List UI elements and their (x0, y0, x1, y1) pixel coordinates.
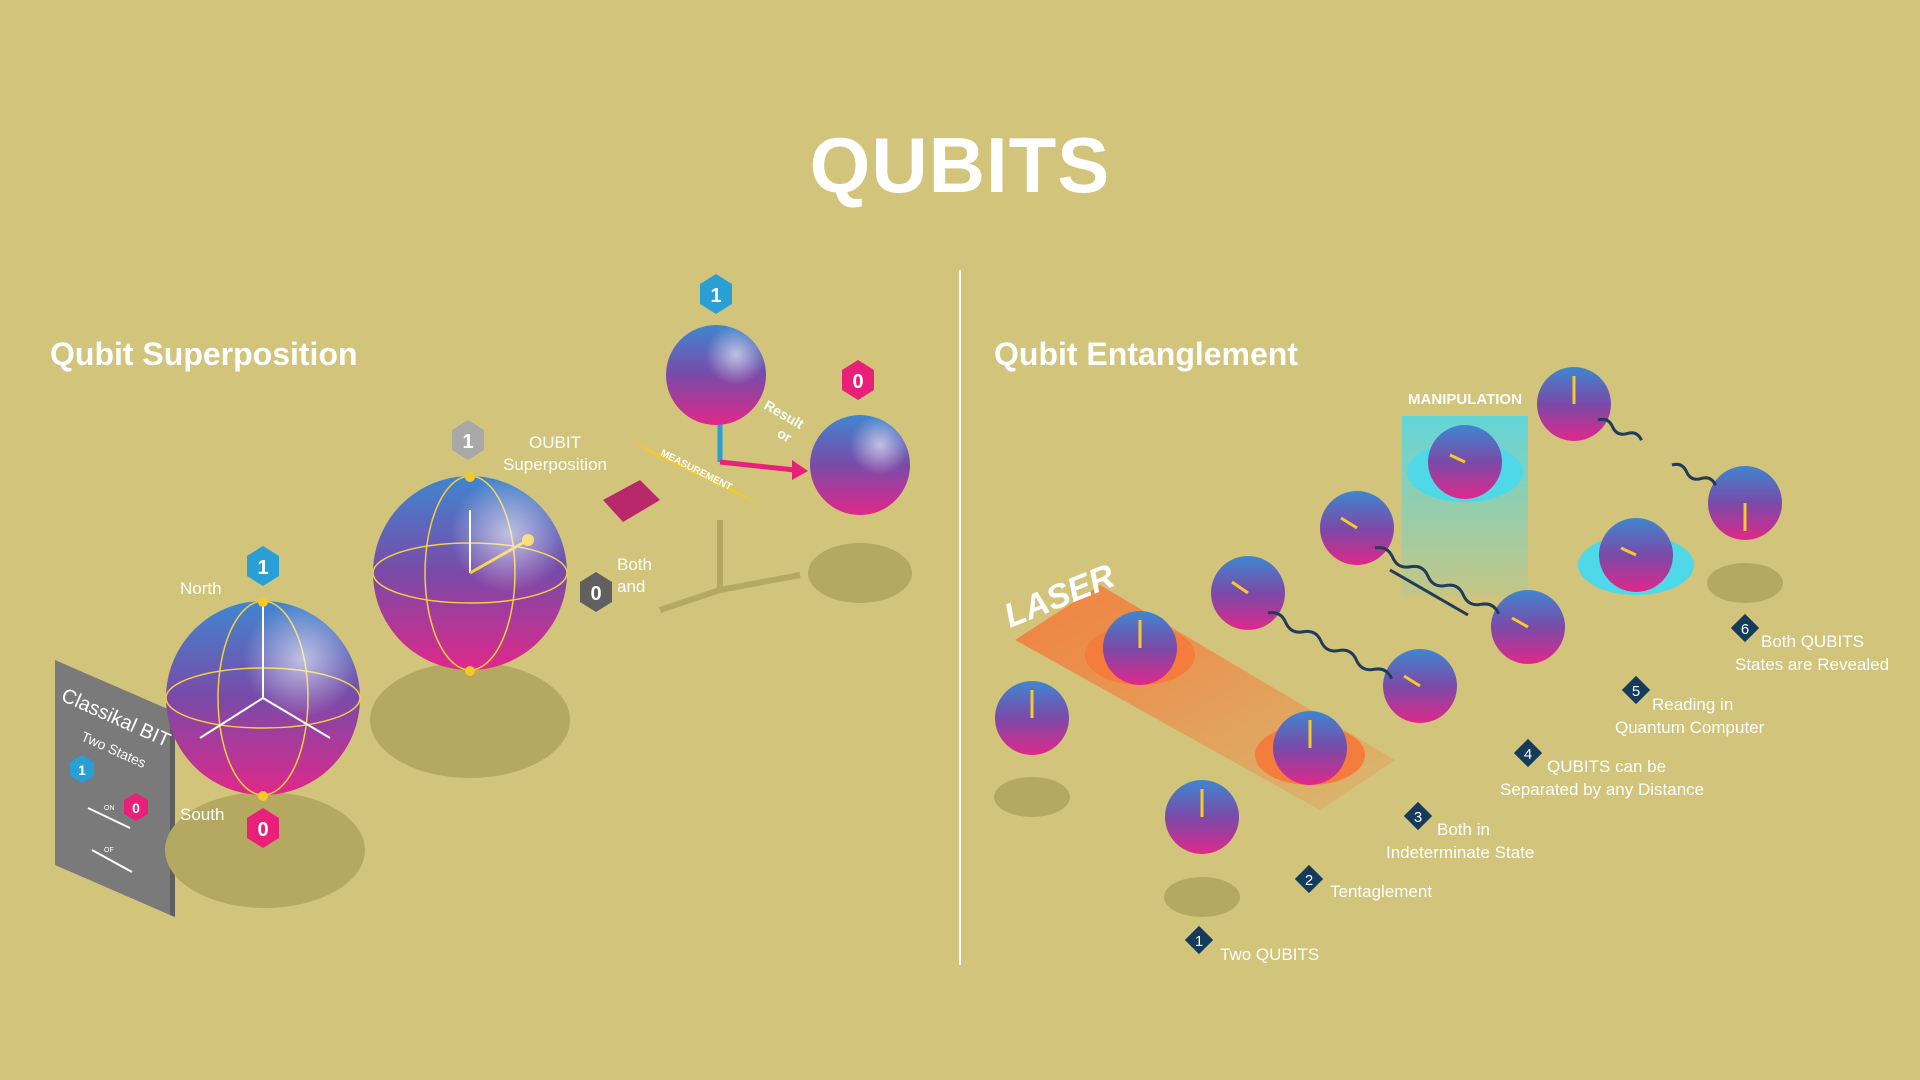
svg-text:1: 1 (462, 431, 473, 453)
north-label: North (180, 579, 222, 598)
svg-text:5: 5 (1632, 683, 1640, 700)
step-marker-4: 4 (1513, 738, 1543, 768)
superposition-heading: Qubit Superposition (50, 336, 358, 372)
svg-text:0: 0 (852, 371, 863, 393)
svg-text:0: 0 (132, 800, 140, 816)
qubit-manipulated-1 (1407, 425, 1523, 502)
step-marker-6: 6 (1730, 613, 1760, 643)
qubit-laser-1 (1085, 611, 1195, 685)
qubit-entangled-1 (1211, 556, 1285, 630)
step-marker-2: 2 (1294, 864, 1324, 894)
step-marker-3: 3 (1403, 801, 1433, 831)
step-4-label-line2: Separated by any Distance (1500, 780, 1704, 799)
qubit-entangled-2 (1383, 649, 1457, 723)
page-title: QUBITS (809, 121, 1111, 209)
qubit-revealed-1 (1537, 367, 1611, 441)
step-6-label-line1: Both QUBITS (1761, 632, 1864, 651)
step-6-label-line2: States are Revealed (1735, 655, 1889, 674)
bloch-sphere-classical (165, 597, 365, 908)
svg-text:1: 1 (1195, 933, 1203, 950)
qubit-left-2 (1164, 780, 1240, 917)
qubit-superposition-line1: OUBIT (529, 433, 581, 452)
qubit-left-1 (994, 681, 1070, 817)
step-marker-5: 5 (1621, 675, 1651, 705)
bloch-sphere-superposition (370, 472, 570, 778)
both-label-line1: Both (617, 555, 652, 574)
qubit-revealed-2 (1707, 466, 1783, 603)
qubit-separated-1 (1320, 491, 1394, 565)
step-2-label: Tentaglement (1330, 882, 1432, 901)
grey-one-hex (452, 420, 484, 460)
step-1-label: Two QUBITS (1220, 945, 1319, 964)
distance-arrow (1389, 568, 1469, 617)
step-3-label-line1: Both in (1437, 820, 1490, 839)
grey-zero-hex (580, 572, 612, 612)
svg-text:4: 4 (1524, 746, 1532, 763)
step-5-label-line1: Reading in (1652, 695, 1733, 714)
south-zero-hex (247, 808, 279, 848)
manipulation-label: MANIPULATION (1408, 391, 1522, 408)
svg-text:2: 2 (1305, 872, 1313, 889)
step-3-label-line2: Indeterminate State (1386, 843, 1534, 862)
svg-text:OF: OF (104, 847, 114, 854)
both-label-line2: and (617, 577, 645, 596)
svg-text:1: 1 (78, 762, 86, 778)
qubit-separated-2 (1491, 590, 1565, 664)
entanglement-wave-4 (1671, 462, 1717, 486)
south-label: South (180, 805, 224, 824)
svg-text:6: 6 (1741, 621, 1749, 638)
step-marker-1: 1 (1184, 925, 1214, 955)
svg-text:ON: ON (104, 805, 115, 812)
qubit-superposition-line2: Superposition (503, 455, 607, 474)
card-one-hex (70, 755, 94, 783)
card-off-arrow (91, 849, 133, 873)
svg-text:0: 0 (257, 819, 268, 841)
result-sphere-one (666, 325, 766, 425)
result-sphere-zero (808, 415, 912, 603)
step-5-label-line2: Quantum Computer (1615, 718, 1765, 737)
entanglement-heading: Qubit Entanglement (994, 336, 1298, 372)
svg-text:1: 1 (257, 557, 268, 579)
entanglement-wave-2 (1374, 546, 1500, 615)
svg-text:1: 1 (710, 285, 721, 307)
result-zero-hex (842, 360, 874, 400)
card-on-arrow (87, 807, 131, 829)
card-zero-hex (124, 793, 148, 821)
entanglement-wave-3 (1597, 417, 1643, 441)
svg-text:3: 3 (1414, 809, 1422, 826)
qubit-laser-2 (1255, 711, 1365, 785)
classical-bit-card: Classikal BIT Two States 1 0 ON OF (55, 660, 175, 917)
step-4-label-line1: QUBITS can be (1547, 757, 1666, 776)
result-one-hex (700, 274, 732, 314)
north-one-hex (247, 546, 279, 586)
qubit-manipulated-2 (1578, 518, 1694, 595)
entanglement-wave-1 (1267, 611, 1393, 680)
svg-text:0: 0 (590, 583, 601, 605)
